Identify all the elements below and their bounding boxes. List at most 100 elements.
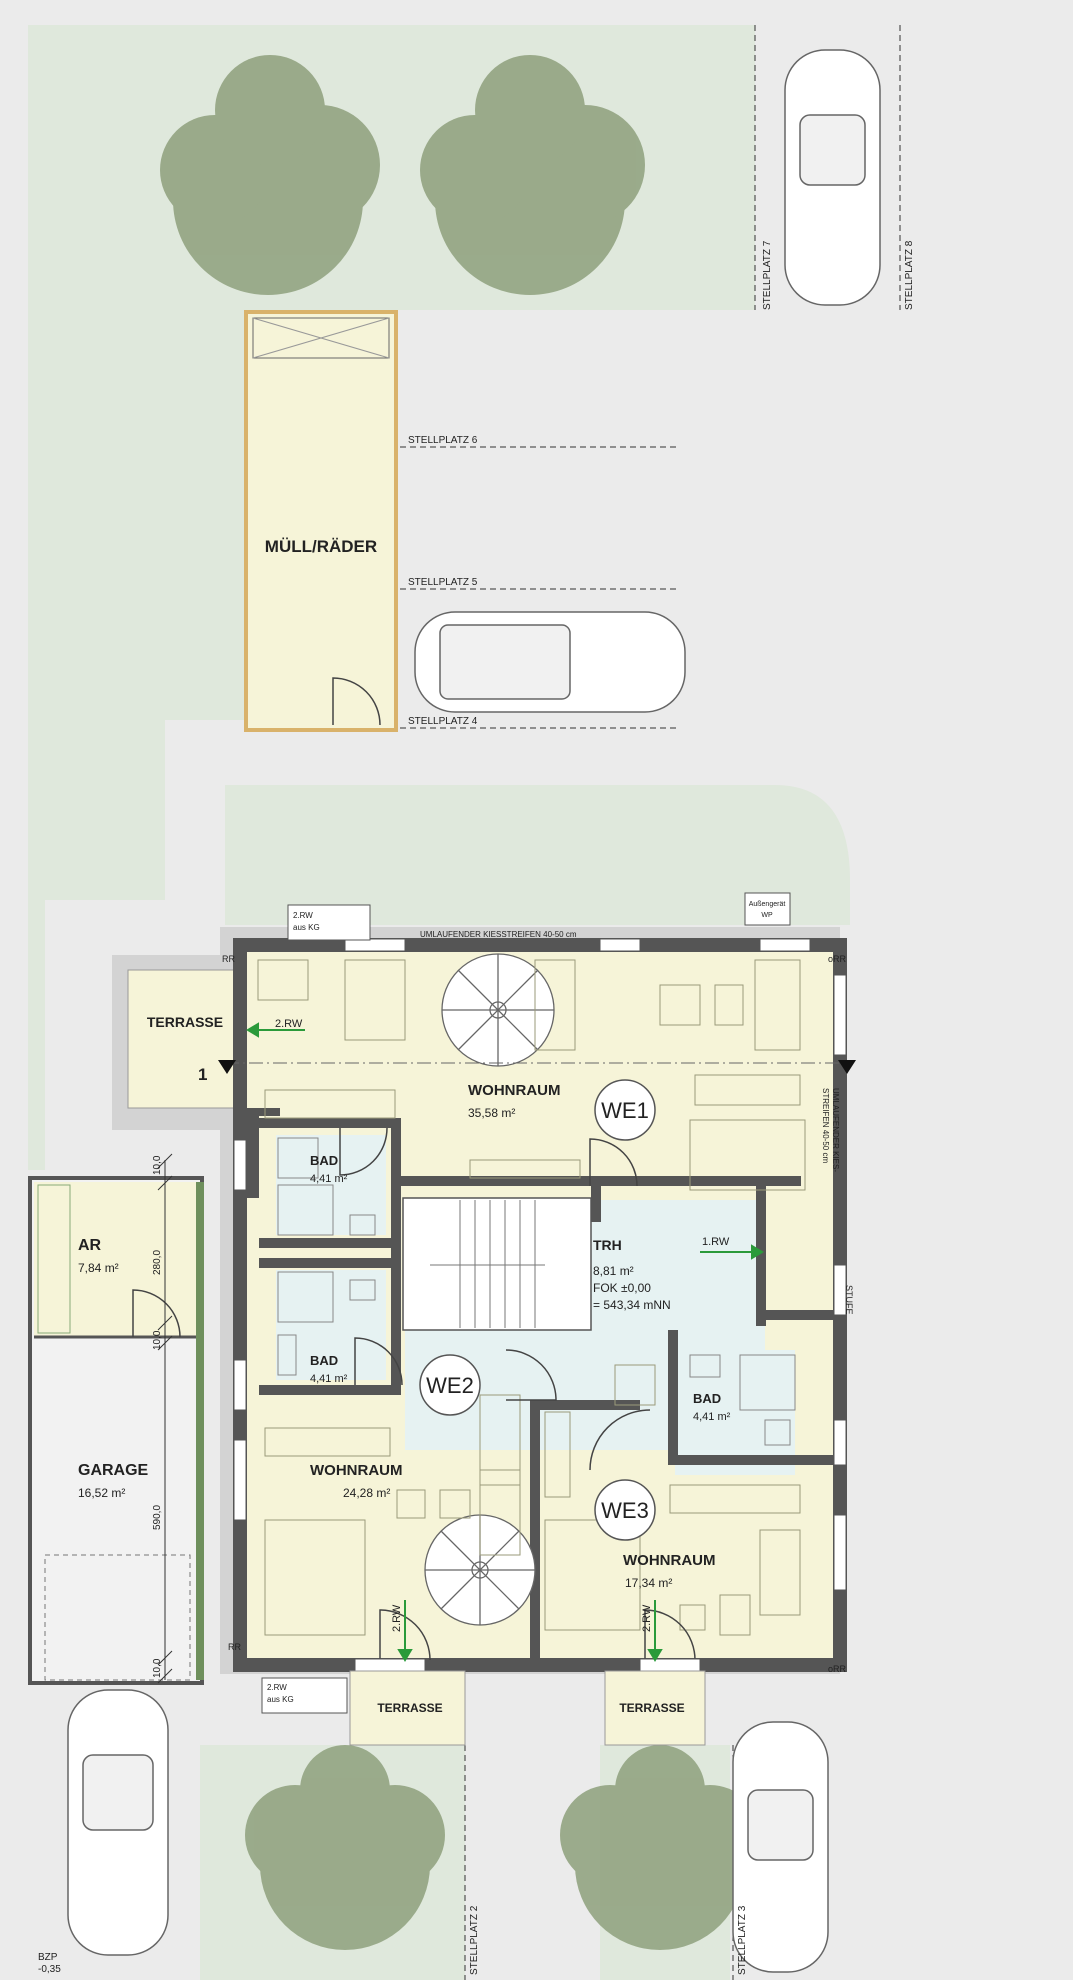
terrace-we2 bbox=[349, 1670, 466, 1746]
bzp-label: BZP bbox=[38, 1952, 58, 1963]
spiral-stair bbox=[441, 953, 555, 1067]
parking-label-4: STELLPLATZ 4 bbox=[408, 716, 478, 727]
kies-side-label-2: STREIFEN 40-50 cm bbox=[821, 1088, 830, 1163]
dimension-label: 10,0 bbox=[152, 1155, 163, 1175]
tree-icon bbox=[245, 1745, 445, 1950]
room-area-bad-we1: 4,41 m² bbox=[310, 1173, 348, 1185]
rw-kg-label: 2.RW bbox=[293, 911, 313, 920]
room-area-garage: 16,52 m² bbox=[78, 1486, 125, 1500]
unit-label-we3: WE3 bbox=[601, 1498, 649, 1523]
terrace-we1 bbox=[127, 969, 242, 1109]
dimension-ticks bbox=[157, 1153, 173, 1684]
aussengeraet-box bbox=[744, 892, 791, 926]
garage-green-edge bbox=[196, 1182, 204, 1680]
rw-kg-label: 2.RW bbox=[267, 1683, 287, 1692]
dimension-label: 590,0 bbox=[152, 1505, 163, 1530]
parking-label-3: STELLPLATZ 3 bbox=[737, 1905, 748, 1975]
parking-label-7: STELLPLATZ 7 bbox=[762, 240, 773, 310]
room-area-ar: 7,84 m² bbox=[78, 1261, 119, 1275]
rw-kg-box bbox=[287, 904, 371, 941]
room-label-wohnraum-we1: WOHNRAUM bbox=[468, 1082, 560, 1099]
car-icon bbox=[784, 49, 881, 306]
room-area-bad-we2: 4,41 m² bbox=[310, 1373, 348, 1385]
room-label-wohnraum-we2: WOHNRAUM bbox=[310, 1462, 402, 1479]
kies-side-label-1: UMLAUFENDER KIES- bbox=[831, 1088, 840, 1172]
room-area-wohnraum-we3: 17,34 m² bbox=[625, 1576, 672, 1590]
stair-treads bbox=[430, 1200, 545, 1328]
unit-circle-we2 bbox=[419, 1354, 481, 1416]
room-label-wohnraum-we3: WOHNRAUM bbox=[623, 1552, 715, 1569]
room-label-garage: GARAGE bbox=[78, 1462, 149, 1479]
bad-we2-area bbox=[276, 1270, 386, 1380]
dimension-label: 10,0 bbox=[152, 1330, 163, 1350]
bzp-value: -0,35 bbox=[38, 1964, 61, 1975]
furniture bbox=[257, 959, 806, 1636]
car-icon bbox=[414, 611, 686, 713]
sanitary bbox=[277, 1137, 796, 1446]
rw-kg-label-2: aus KG bbox=[293, 923, 320, 932]
rw-marker-label: 1.RW bbox=[702, 1236, 730, 1248]
rw-arrow-icon bbox=[246, 1022, 764, 1662]
terrace-we3 bbox=[604, 1670, 706, 1746]
stair-core bbox=[402, 1197, 592, 1331]
spiral-stair bbox=[424, 1514, 536, 1626]
tree-icon bbox=[560, 1745, 760, 1950]
room-label-trh: TRH bbox=[593, 1237, 622, 1253]
section-marker-icon bbox=[218, 1060, 236, 1074]
garden-area-north bbox=[28, 25, 755, 1170]
interior-walls bbox=[240, 1108, 840, 1665]
terrace-label-we1: TERRASSE bbox=[147, 1014, 223, 1030]
rw-marker-label: 2.RW bbox=[275, 1018, 303, 1030]
rr-label: RR bbox=[222, 954, 235, 964]
terrace-label-we2: TERRASSE bbox=[377, 1701, 442, 1715]
room-label-ar: AR bbox=[78, 1237, 102, 1254]
shed-door bbox=[332, 677, 381, 726]
stufe-label: STUFE bbox=[844, 1285, 854, 1315]
room-area-wohnraum-we1: 35,58 m² bbox=[468, 1106, 515, 1120]
unit-circle-we3 bbox=[594, 1479, 656, 1541]
rw-kg-label-2: aus KG bbox=[267, 1695, 294, 1704]
room-label-bad-we2: BAD bbox=[310, 1353, 338, 1368]
section-marker-icon bbox=[838, 1060, 856, 1074]
orr-label: oRR bbox=[828, 954, 847, 964]
car-icon bbox=[732, 1721, 829, 1973]
rw-marker-label: 2.RW bbox=[641, 1604, 653, 1632]
rw-kg-box bbox=[261, 1677, 348, 1714]
orr-label: oRR bbox=[828, 1664, 847, 1674]
room-area-trh: 8,81 m² bbox=[593, 1264, 634, 1278]
aussengeraet-label: Außengerät bbox=[749, 901, 786, 908]
trh-nn: = 543,34 mNN bbox=[593, 1298, 671, 1312]
section-label: 1 bbox=[198, 1065, 207, 1084]
tree-icon bbox=[420, 55, 645, 295]
dimension-label: 280,0 bbox=[152, 1250, 163, 1275]
garden-area-east bbox=[225, 785, 850, 925]
tree-icon bbox=[160, 55, 380, 295]
room-area-bad-we3: 4,41 m² bbox=[693, 1411, 731, 1423]
ar-shelf bbox=[37, 1184, 71, 1334]
aussengeraet-label-wp: WP bbox=[761, 912, 773, 919]
windows bbox=[233, 938, 847, 1672]
car-icon bbox=[67, 1689, 169, 1956]
muell-raeder-shed bbox=[244, 310, 398, 732]
unit-label-we1: WE1 bbox=[601, 1098, 649, 1123]
parking-label-2: STELLPLATZ 2 bbox=[469, 1905, 480, 1975]
terrace-label-we3: TERRASSE bbox=[619, 1701, 684, 1715]
ar-door bbox=[132, 1289, 181, 1338]
bad-we3-area bbox=[675, 1350, 795, 1475]
parking-label-8: STELLPLATZ 8 bbox=[904, 240, 915, 310]
trh-fok: FOK ±0,00 bbox=[593, 1281, 651, 1295]
muell-label: MÜLL/RÄDER bbox=[265, 537, 377, 556]
parking-label-6: STELLPLATZ 6 bbox=[408, 435, 478, 446]
unit-label-we2: WE2 bbox=[426, 1373, 474, 1398]
muell-bench bbox=[252, 317, 390, 359]
room-area-wohnraum-we2: 24,28 m² bbox=[343, 1486, 390, 1500]
parking-lines bbox=[400, 25, 901, 1980]
kies-label: UMLAUFENDER KIESSTREIFEN 40-50 cm bbox=[420, 930, 577, 939]
dimension-label: 10,0 bbox=[152, 1658, 163, 1678]
room-label-bad-we3: BAD bbox=[693, 1391, 721, 1406]
rw-marker-label: 2.RW bbox=[391, 1604, 403, 1632]
garage-door-area bbox=[44, 1554, 191, 1681]
rr-label: RR bbox=[228, 1642, 241, 1652]
muell-bench-cross bbox=[252, 317, 390, 359]
